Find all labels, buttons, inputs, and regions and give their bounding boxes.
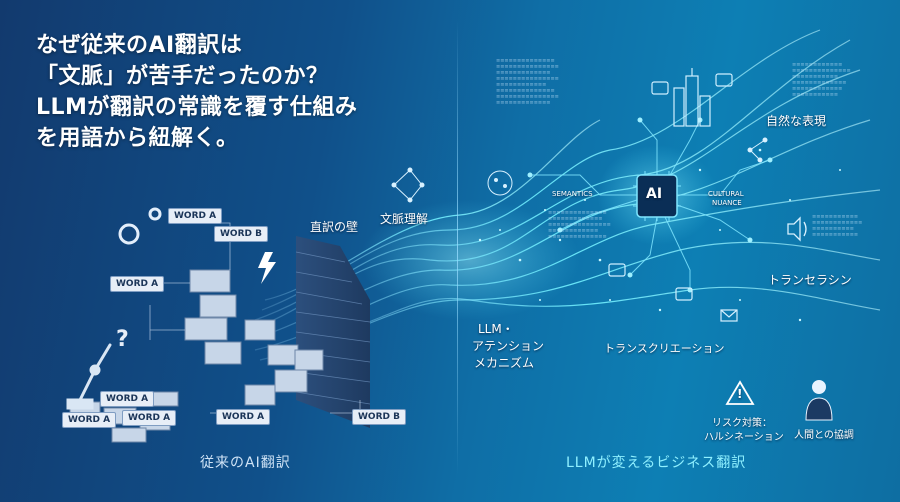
brick-wall bbox=[295, 236, 371, 428]
flow-glow bbox=[360, 200, 580, 320]
word-tag: WORD A bbox=[168, 208, 223, 224]
human-collaboration-label: 人間との協調 bbox=[794, 430, 854, 441]
word-tag: WORD A bbox=[100, 391, 155, 407]
particles bbox=[478, 118, 841, 322]
decorative-text-block: ≡≡≡≡≡≡≡≡≡≡≡≡≡≡≡≡≡≡≡≡≡≡≡≡≡≡≡≡≡≡≡≡≡≡≡≡≡≡≡≡… bbox=[812, 214, 863, 238]
decorative-text-block: ≡≡≡≡≡≡≡≡≡≡≡≡≡≡≡≡≡≡≡≡≡≡≡≡≡≡≡≡≡≡≡≡≡≡≡≡≡≡≡≡… bbox=[496, 58, 559, 106]
translation-label: トランセラシン bbox=[768, 273, 852, 287]
headline: なぜ従来のAI翻訳は 「文脈」が苦手だったのか？ LLMが翻訳の常識を覆す仕組み… bbox=[36, 30, 396, 154]
circuit-lines bbox=[530, 119, 771, 290]
risk-label-line-2: ハルシネーション bbox=[704, 432, 784, 443]
transcreation-label: トランスクリエーション bbox=[604, 342, 725, 355]
ai-chip-label: AI bbox=[646, 186, 663, 202]
gear-icon bbox=[118, 207, 162, 245]
warning-glyph: ! bbox=[737, 387, 743, 401]
word-tag: WORD A bbox=[110, 276, 165, 292]
headline-line-4: を用語から紐解く。 bbox=[36, 126, 239, 151]
decorative-text-block: ≡≡≡≡≡≡≡≡≡≡≡≡≡≡≡≡≡≡≡≡≡≡≡≡≡≡≡≡≡≡≡≡≡≡≡≡≡≡≡≡… bbox=[548, 210, 611, 240]
question-mark: ? bbox=[116, 327, 129, 352]
word-tag: WORD A bbox=[216, 409, 271, 425]
word-tag: WORD B bbox=[214, 226, 268, 242]
word-blocks bbox=[69, 269, 324, 443]
context-understanding-label: 文脈理解 bbox=[380, 212, 429, 226]
circuit-nodes bbox=[527, 117, 773, 293]
headline-line-2: 「文脈」が苦手だったのか？ bbox=[36, 64, 329, 89]
risk-label-line-1: リスク対策： bbox=[712, 418, 772, 429]
left-section-title: 従来のAI翻訳 bbox=[200, 455, 291, 471]
network-icon bbox=[391, 137, 768, 203]
natural-expression-label: 自然な表現 bbox=[766, 114, 827, 128]
decorative-text-block: ≡≡≡≡≡≡≡≡≡≡≡≡≡≡≡≡≡≡≡≡≡≡≡≡≡≡≡≡≡≡≡≡≡≡≡≡≡≡≡≡… bbox=[792, 62, 851, 98]
mechanism-label-line-1: LLM・ bbox=[478, 322, 514, 336]
mail-icon bbox=[720, 309, 738, 322]
ai-chip-icon bbox=[633, 171, 681, 221]
right-section-title: LLMが変えるビジネス翻訳 bbox=[566, 455, 747, 471]
person-icon bbox=[805, 380, 833, 421]
wall-label: 直訳の壁 bbox=[310, 220, 359, 234]
word-tag: WORD B bbox=[352, 409, 406, 425]
city-icon bbox=[673, 68, 711, 127]
semantics-label: SEMANTICS bbox=[552, 190, 593, 198]
mechanism-label-line-3: メカニズム bbox=[474, 356, 535, 370]
warning-icon bbox=[725, 380, 755, 405]
word-tag: WORD A bbox=[122, 410, 177, 426]
speaker-icon bbox=[787, 216, 807, 242]
mechanism-label-line-2: アテンション bbox=[472, 339, 545, 353]
headline-line-1: なぜ従来のAI翻訳は bbox=[36, 33, 243, 58]
headline-line-3: LLMが翻訳の常識を覆す仕組み bbox=[36, 95, 358, 120]
robot-arm-icon bbox=[66, 343, 112, 410]
word-tag: WORD A bbox=[62, 412, 117, 428]
lightning-icon bbox=[258, 252, 276, 284]
cultural-nuance-line-2: NUANCE bbox=[712, 199, 742, 207]
chat-bubble-icon bbox=[608, 73, 733, 301]
section-divider bbox=[457, 20, 458, 475]
cultural-nuance-line-1: CULTURAL bbox=[708, 190, 744, 198]
